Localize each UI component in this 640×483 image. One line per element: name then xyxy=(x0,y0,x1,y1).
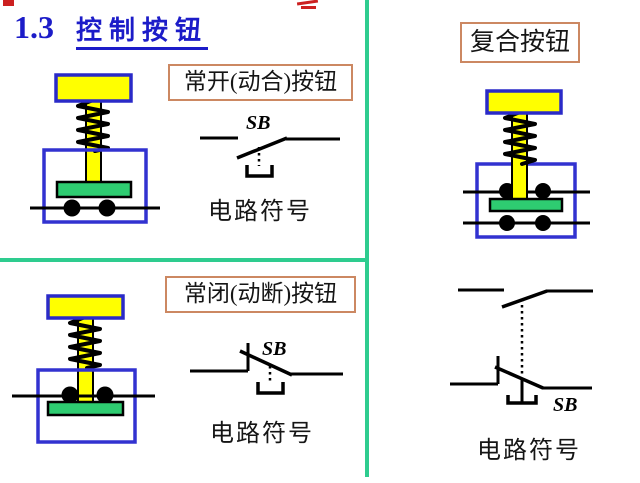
no-sb-label: SB xyxy=(246,112,271,134)
nc-symbol-moving-contact xyxy=(239,349,293,377)
compound-lower-contact-right xyxy=(535,215,551,231)
nc-button-cap xyxy=(46,294,125,320)
compound-no-moving-contact xyxy=(501,289,548,309)
compound-circuit-caption: 电路符号 xyxy=(477,438,581,464)
compound-spring xyxy=(503,110,537,166)
no-symbol-moving-contact xyxy=(236,136,288,160)
compound-label-box: 复合按钮 xyxy=(460,22,580,64)
no-housing xyxy=(42,148,148,224)
nc-label-box: 常闭(动断)按钮 xyxy=(165,276,356,313)
compound-button-mechanism-diagram xyxy=(463,89,590,239)
no-button-mechanism-diagram xyxy=(30,73,160,224)
compound-contact-bridge xyxy=(488,197,564,213)
red-crop-mark-right-2 xyxy=(301,6,316,9)
no-label-box: 常开(动合)按钮 xyxy=(168,64,353,101)
no-symbol-pushbutton-actuator xyxy=(245,165,274,178)
slide-title-number: 1.3 xyxy=(14,9,54,45)
red-crop-mark-right-1 xyxy=(296,0,319,6)
nc-contact-bridge xyxy=(46,400,125,417)
nc-spring xyxy=(68,315,102,370)
compound-pushbutton-actuator xyxy=(506,395,538,405)
compound-contact-symbol xyxy=(450,288,593,405)
nc-circuit-caption: 电路符号 xyxy=(210,421,314,447)
nc-housing xyxy=(36,368,137,444)
divider-horizontal xyxy=(0,258,369,262)
compound-button-cap xyxy=(485,89,563,115)
compound-nc-moving-contact xyxy=(494,365,544,390)
no-button-cap xyxy=(54,73,133,103)
compound-lower-contact-left xyxy=(499,215,515,231)
no-spring xyxy=(76,98,110,153)
divider-vertical xyxy=(365,0,369,477)
no-contact-symbol xyxy=(200,136,340,178)
nc-button-mechanism-diagram xyxy=(12,294,155,444)
no-contact-bridge xyxy=(55,180,133,199)
slide-title-text: 控制按钮 xyxy=(76,15,209,50)
no-contact-dot-right xyxy=(98,199,116,217)
compound-upper-contact-right xyxy=(535,183,551,199)
no-circuit-caption: 电路符号 xyxy=(208,199,312,225)
compound-sb-label: SB xyxy=(553,394,578,416)
no-contact-dot-left xyxy=(63,199,81,217)
nc-symbol-pushbutton-actuator xyxy=(256,382,285,395)
red-crop-mark-left xyxy=(3,0,14,6)
nc-contact-symbol xyxy=(190,343,343,395)
nc-sb-label: SB xyxy=(262,338,287,360)
